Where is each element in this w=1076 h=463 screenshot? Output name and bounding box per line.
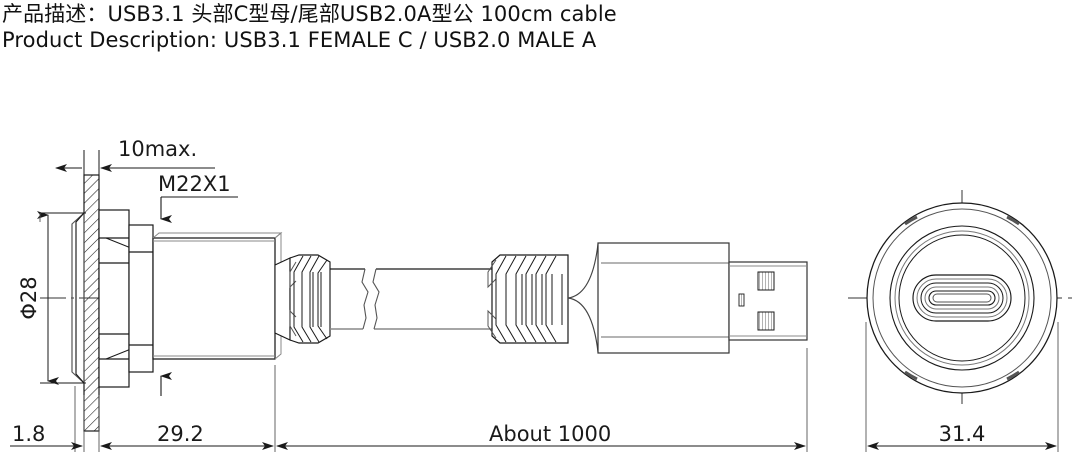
cable: [330, 268, 492, 330]
threaded-barrel: [128, 224, 154, 373]
dim-label-panel-thickness: 10max.: [118, 137, 197, 161]
front-view-knurl-marks: [904, 215, 1020, 381]
dim-flange-diameter: [37, 211, 86, 385]
dim-label-thread-spec: M22X1: [158, 172, 231, 196]
front-flange-lip: [71, 212, 85, 384]
dim-thread-spec: [160, 196, 238, 396]
housing-body: [152, 231, 283, 360]
dim-label-flange-diameter: Φ28: [17, 276, 41, 319]
strain-relief-right: [487, 254, 569, 344]
usb-a-metal-shell: [728, 261, 808, 341]
description-english: Product Description: USB3.1 FEMALE C / U…: [2, 27, 597, 52]
strain-relief-left: [274, 254, 331, 344]
usb-c-port: [912, 274, 1012, 322]
panel-plate: [83, 174, 100, 432]
clamp-nut: [98, 209, 130, 388]
dim-panel-thickness: [55, 150, 215, 200]
dim-label-cable-length: About 1000: [489, 422, 611, 446]
front-flange-outline: [75, 212, 85, 384]
usb-a-overmold-flare: [567, 243, 599, 353]
front-view-inner-rings: [889, 225, 1035, 371]
dim-extension-lines: [74, 348, 808, 452]
dim-label-body-length: 29.2: [157, 422, 204, 446]
dim-label-front-diameter: 31.4: [939, 422, 986, 446]
description-chinese: 产品描述：USB3.1 头部C型母/尾部USB2.0A型公 100cm cabl…: [2, 2, 617, 26]
product-description-block: 产品描述：USB3.1 头部C型母/尾部USB2.0A型公 100cm cabl…: [2, 2, 617, 53]
dim-front-diameter: [865, 322, 1059, 452]
usb-a-overmold: [597, 242, 730, 354]
dim-label-flange-thickness: 1.8: [12, 422, 45, 446]
